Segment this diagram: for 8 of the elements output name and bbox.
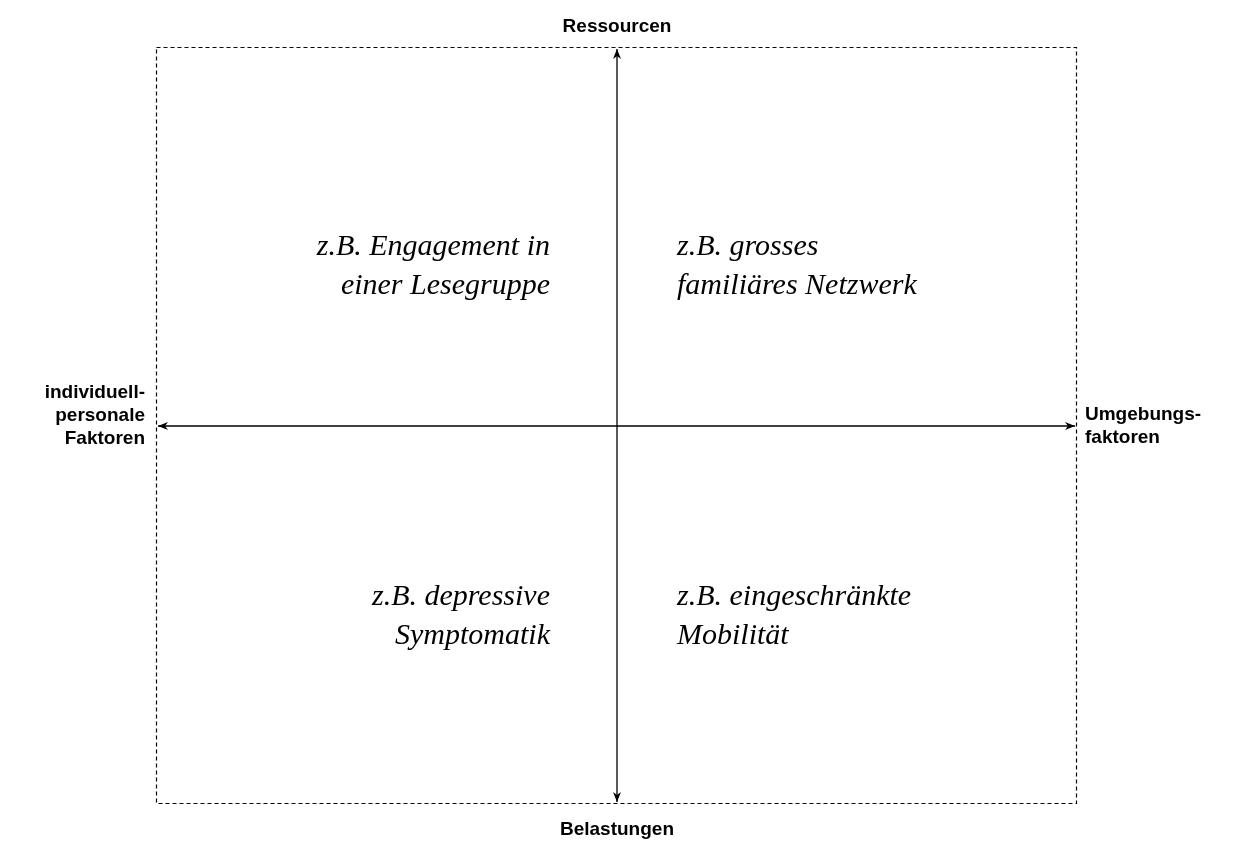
axis-label: individuell- personale Faktoren <box>43 380 145 449</box>
example-text: z.B. Engagement in einer Lesegruppe <box>315 227 550 302</box>
axis-label: Ressourcen <box>561 14 673 37</box>
example-text: z.B. eingeschränkte Mobilität <box>677 577 913 652</box>
axis-label: Umgebungs- faktoren <box>1085 402 1203 448</box>
axis-label: Belastungen <box>559 817 675 840</box>
example-text: z.B. depressive Symptomatik <box>370 577 550 652</box>
example-text: z.B. grosses familiäres Netzwerk <box>677 227 918 302</box>
